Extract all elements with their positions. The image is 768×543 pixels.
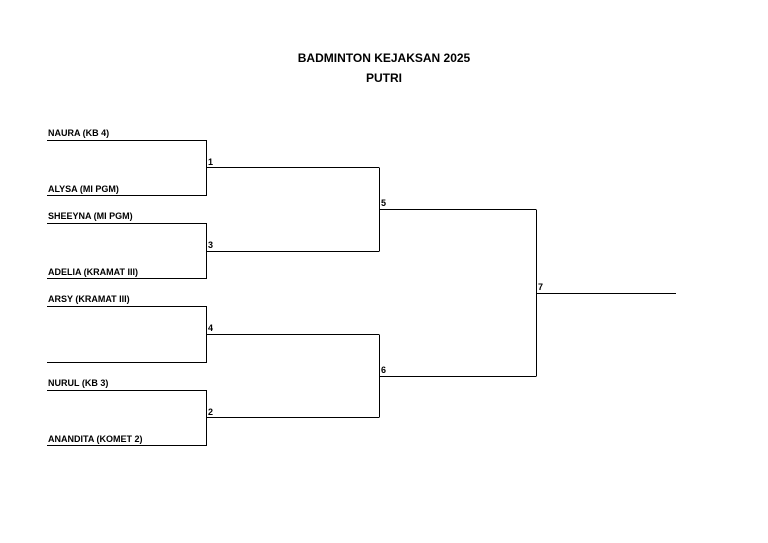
- match-number-4: 4: [208, 323, 214, 333]
- match-number-5: 5: [381, 198, 387, 208]
- bracket-line-r1-m3: [47, 223, 379, 279]
- bracket-subtitle: PUTRI: [366, 71, 402, 85]
- bracket-line-r2-m6: [379, 334, 536, 418]
- player-slot-5: ARSY (KRAMAT III): [48, 294, 130, 304]
- bracket-line-r2-m5: [379, 167, 536, 252]
- bracket-line-r1-m1: [47, 140, 379, 196]
- bracket-title: BADMINTON KEJAKSAN 2025: [297, 51, 471, 65]
- bracket-line-final: [536, 209, 676, 377]
- player-slot-1: NAURA (KB 4): [48, 128, 110, 138]
- player-slot-4: ADELIA (KRAMAT III): [48, 267, 138, 277]
- player-slot-7: NURUL (KB 3): [48, 378, 109, 388]
- match-number-3: 3: [208, 240, 214, 250]
- player-slot-8: ANANDITA (KOMET 2): [48, 434, 143, 444]
- match-number-7: 7: [538, 282, 544, 292]
- player-slot-3: SHEEYNA (MI PGM): [48, 211, 133, 221]
- match-number-1: 1: [208, 157, 214, 167]
- match-number-6: 6: [381, 365, 387, 375]
- match-number-2: 2: [208, 407, 214, 417]
- bracket-line-r1-m2: [47, 390, 379, 446]
- player-slot-2: ALYSA (MI PGM): [48, 184, 119, 194]
- bracket-line-r1-m4: [47, 306, 379, 363]
